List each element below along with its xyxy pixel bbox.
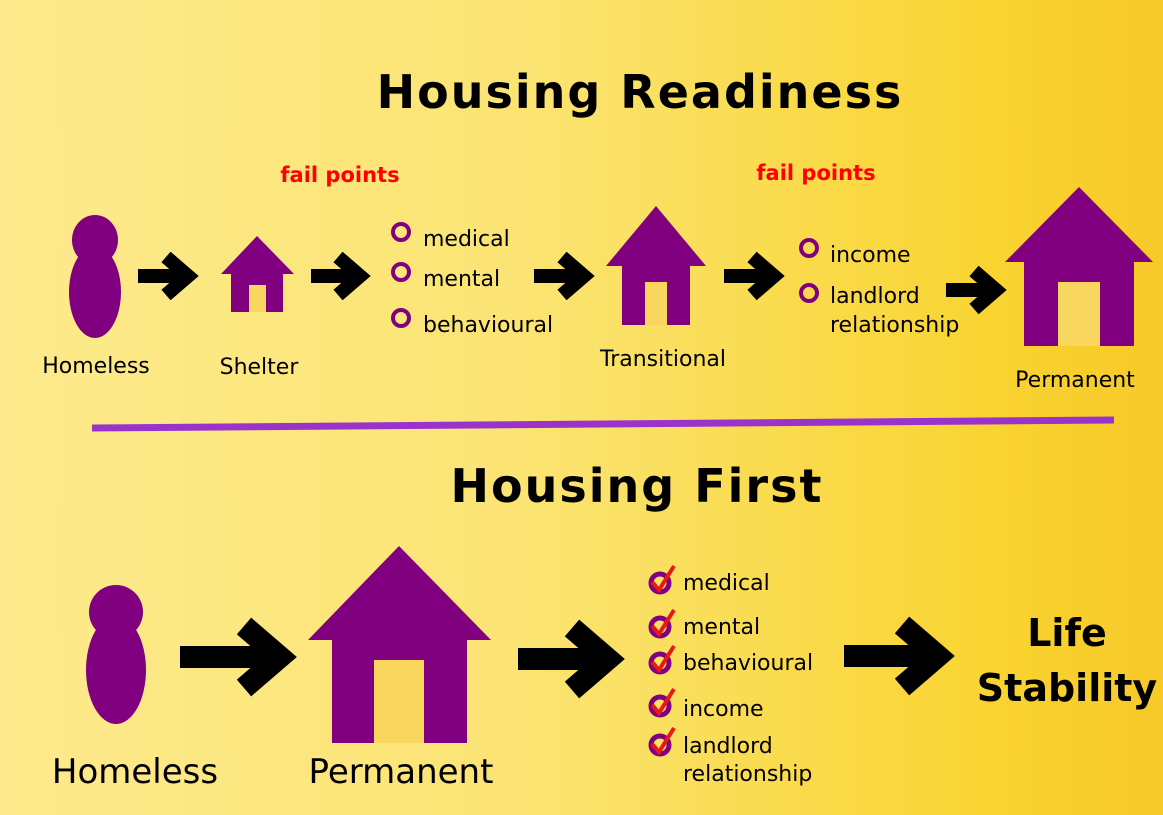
readiness-homeless-label: Homeless xyxy=(42,354,150,379)
circle-bullet-icon xyxy=(391,262,411,282)
fail-points-label-2: fail points xyxy=(756,161,875,185)
barrier-medical: medical xyxy=(423,227,510,252)
readiness-title: Housing Readiness xyxy=(377,65,904,119)
first-title: Housing First xyxy=(451,459,824,513)
house-icon xyxy=(308,546,491,743)
barrier-behavioural: behavioural xyxy=(423,313,553,338)
service-medical: medical xyxy=(683,571,770,596)
circle-bullet-icon xyxy=(391,222,411,242)
checkmark-icon xyxy=(648,564,676,595)
house-icon xyxy=(1005,187,1153,346)
fail-points-label-1: fail points xyxy=(280,163,399,187)
checkmark-icon xyxy=(648,726,676,757)
circle-bullet-icon xyxy=(799,283,819,303)
first-homeless-label: Homeless xyxy=(52,752,218,792)
service-landlord: landlord xyxy=(683,734,773,759)
section-divider xyxy=(91,416,1115,432)
service-income: income xyxy=(683,697,764,722)
service-relationship: relationship xyxy=(683,762,812,787)
barrier-mental: mental xyxy=(423,267,500,292)
readiness-transitional-label: Transitional xyxy=(599,347,726,372)
arrow-right-icon xyxy=(844,616,955,696)
readiness-shelter-label: Shelter xyxy=(220,355,300,380)
barrier-list-1: medical mental behavioural xyxy=(391,222,553,338)
arrow-right-icon xyxy=(946,265,1007,315)
barrier-relationship: relationship xyxy=(830,313,959,338)
arrow-right-icon xyxy=(311,251,371,301)
arrow-right-icon xyxy=(518,619,625,699)
outcome-life: Life xyxy=(1027,611,1107,655)
outcome-stability: Stability xyxy=(977,666,1158,710)
service-list: medical mental behavioural income landlo… xyxy=(648,564,813,787)
first-permanent-label: Permanent xyxy=(309,752,494,792)
arrow-right-icon xyxy=(138,251,199,301)
circle-bullet-icon xyxy=(391,308,411,328)
house-icon xyxy=(606,206,706,325)
checkmark-icon xyxy=(648,608,676,639)
house-icon xyxy=(221,236,294,312)
barrier-landlord: landlord xyxy=(830,284,920,309)
circle-bullet-icon xyxy=(799,238,819,258)
arrow-right-icon xyxy=(724,251,785,301)
checkmark-icon xyxy=(648,687,676,718)
barrier-income: income xyxy=(830,243,911,268)
barrier-list-2: income landlord relationship xyxy=(799,238,959,338)
arrow-right-icon xyxy=(180,617,297,697)
checkmark-icon xyxy=(648,644,676,675)
person-icon xyxy=(86,585,146,724)
service-mental: mental xyxy=(683,615,760,640)
service-behavioural: behavioural xyxy=(683,651,813,676)
arrow-right-icon xyxy=(534,251,595,301)
readiness-permanent-label: Permanent xyxy=(1015,368,1135,393)
person-icon xyxy=(69,215,121,338)
